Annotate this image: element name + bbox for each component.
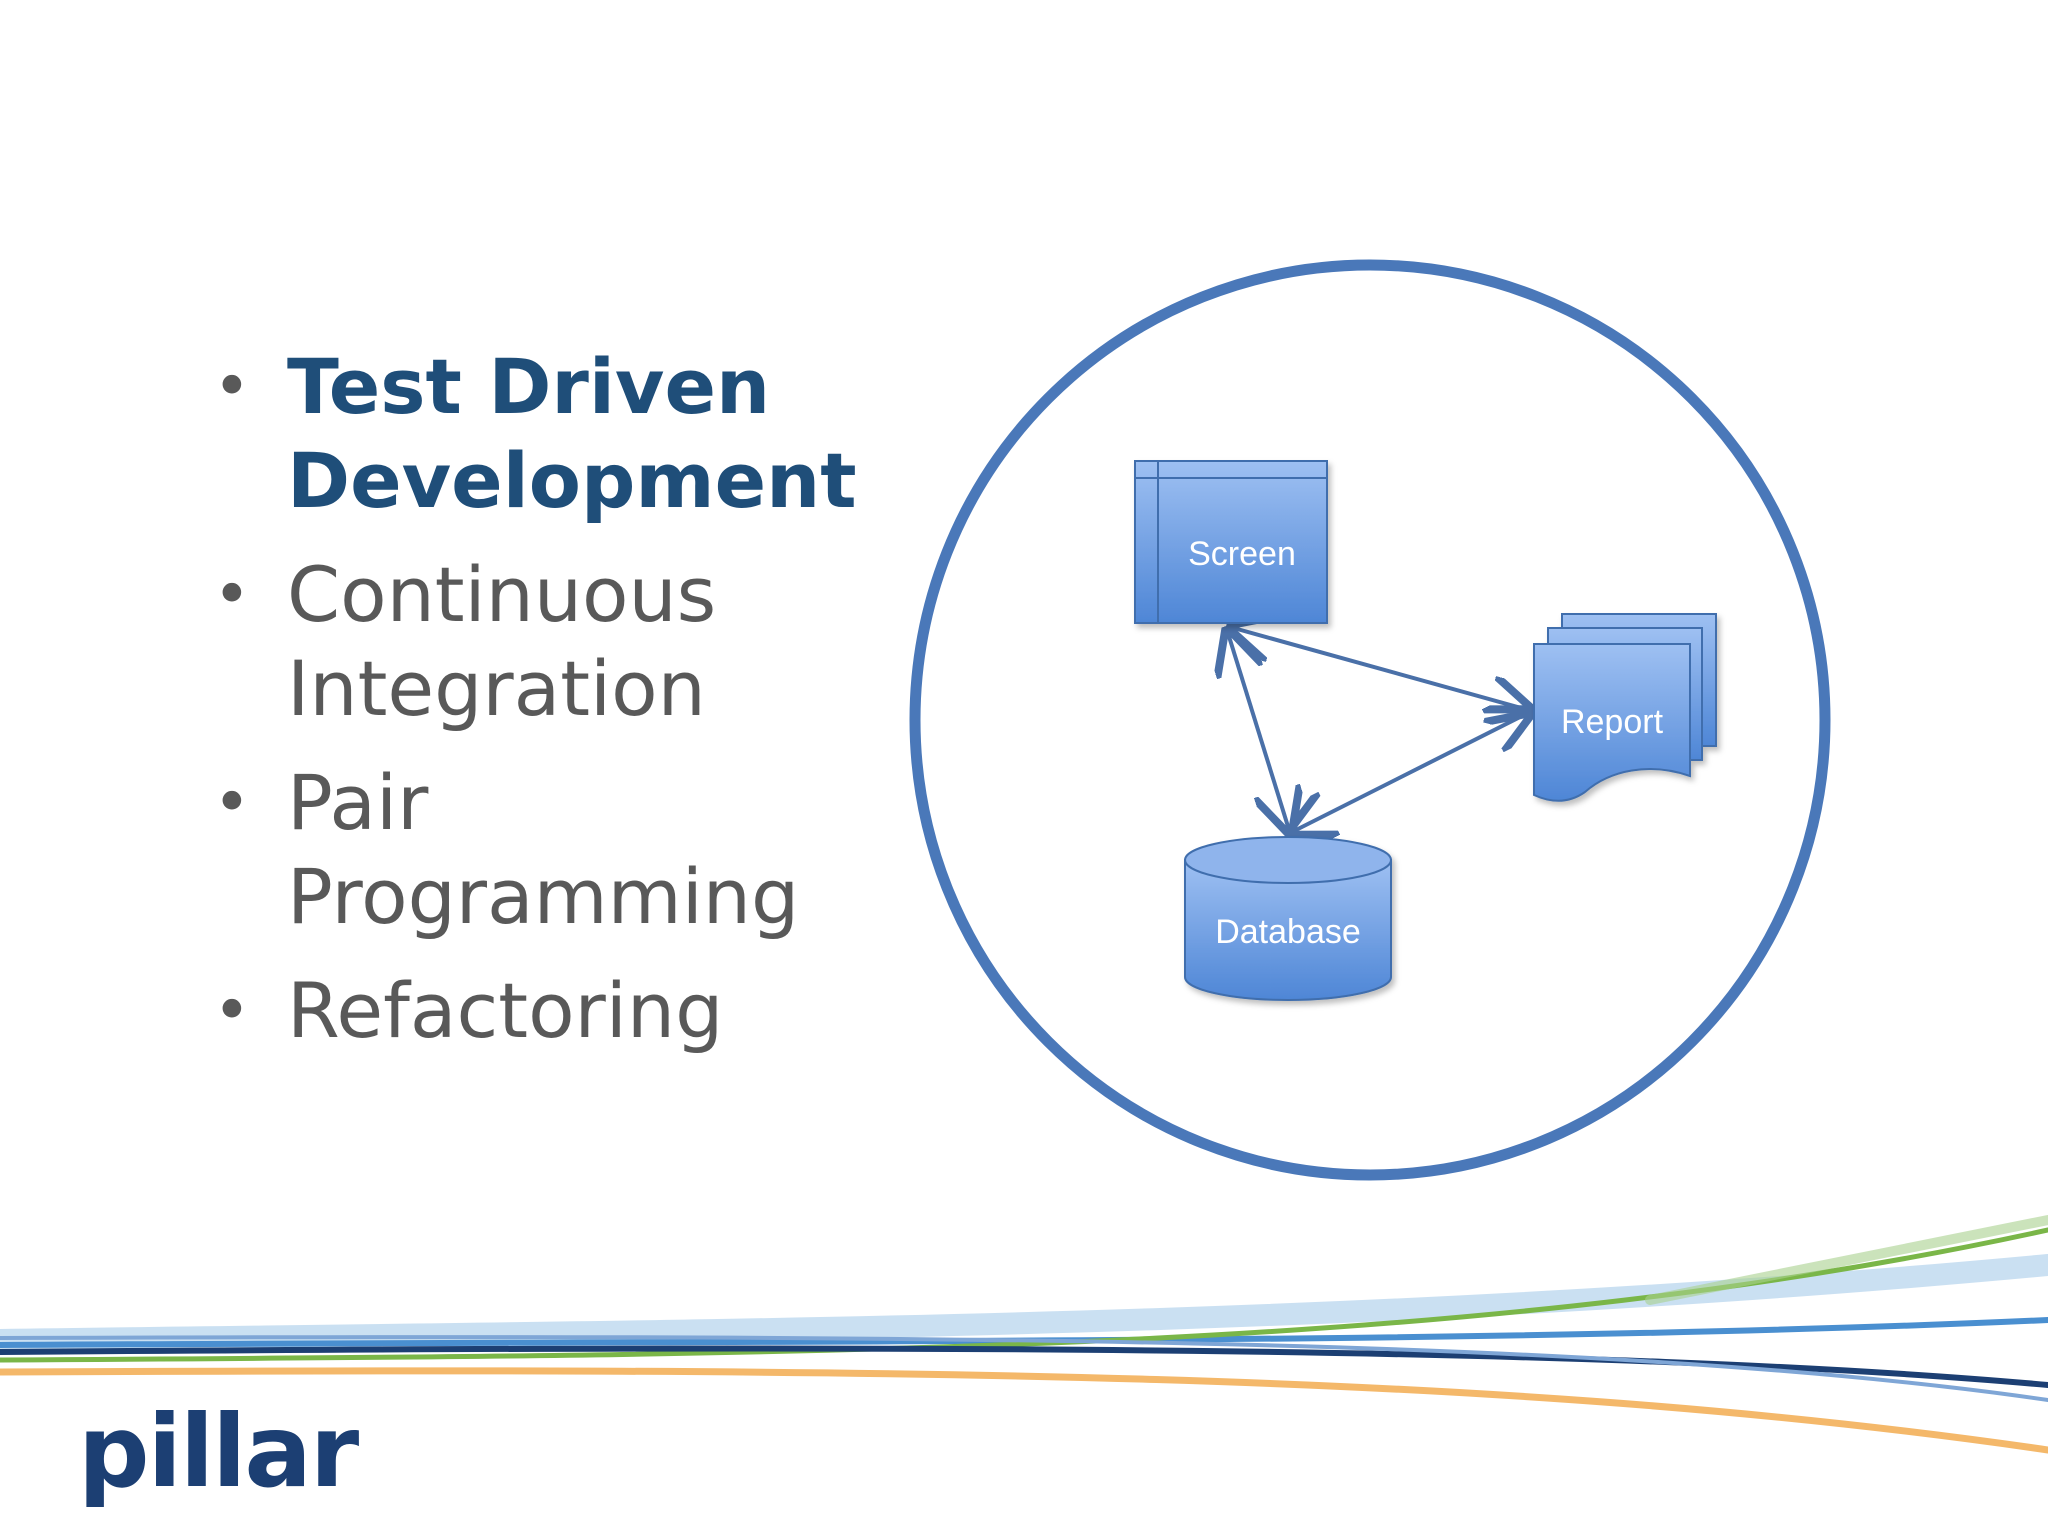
database-label: Database <box>1215 913 1361 951</box>
screen-label: Screen <box>1188 535 1296 573</box>
report-label: Report <box>1561 703 1664 741</box>
pillar-logo: pillar <box>78 1402 357 1502</box>
